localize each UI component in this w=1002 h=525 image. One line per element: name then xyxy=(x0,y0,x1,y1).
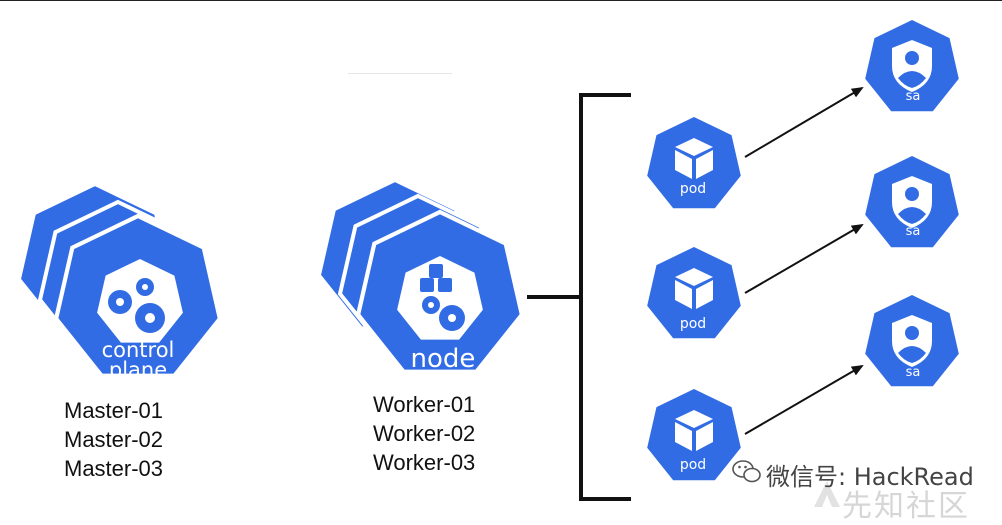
master-host: Master-03 xyxy=(64,456,164,481)
worker-host: Worker-01 xyxy=(373,392,476,417)
wechat-icon xyxy=(732,459,762,491)
watermark-logo-icon xyxy=(814,481,840,507)
user-shield-icon xyxy=(892,40,932,92)
master-host: Master-02 xyxy=(64,427,164,452)
worker-host-list: Worker-01 Worker-02 Worker-03 xyxy=(373,390,475,477)
worker-host: Worker-03 xyxy=(373,450,476,475)
pod-label: pod xyxy=(680,181,706,197)
gears-icon xyxy=(108,278,165,333)
pod-label: pod xyxy=(680,316,706,332)
watermark: 先知社区 微信号: HackRead xyxy=(732,455,998,524)
node-label: node xyxy=(411,344,476,374)
node-main: node xyxy=(358,212,522,374)
pod-label: pod xyxy=(680,457,706,473)
pod-3: pod xyxy=(647,389,741,481)
cube-icon xyxy=(675,268,713,309)
master-host: Master-01 xyxy=(64,398,164,423)
control-plane-icon: control plane xyxy=(19,184,220,382)
sa-label: sa xyxy=(906,89,921,104)
user-shield-icon xyxy=(892,315,932,367)
worker-host: Worker-02 xyxy=(373,421,476,446)
service-account-1: sa xyxy=(865,20,959,112)
cube-icon xyxy=(675,138,713,179)
service-account-2: sa xyxy=(865,156,959,248)
watermark-label: 微信号: HackRead xyxy=(766,463,974,491)
service-account-3: sa xyxy=(865,295,959,387)
node-icon: node xyxy=(319,180,522,374)
control-plane-label-line2: plane xyxy=(109,358,167,382)
arrow-pod1-sa xyxy=(744,86,864,158)
arrow-pod2-sa xyxy=(744,223,864,294)
control-plane-main: control plane xyxy=(56,216,220,382)
arrows xyxy=(744,86,864,435)
divider xyxy=(348,73,452,74)
pod-2: pod xyxy=(647,247,741,339)
sa-label: sa xyxy=(906,365,921,380)
cube-icon xyxy=(675,410,713,451)
sa-label: sa xyxy=(906,224,921,239)
arrow-pod3-sa xyxy=(744,364,864,435)
user-shield-icon xyxy=(892,176,932,228)
master-host-list: Master-01 Master-02 Master-03 xyxy=(64,396,163,483)
control-plane-label-line1: control xyxy=(102,338,175,362)
pod-1: pod xyxy=(647,117,741,209)
cubes-gears-icon xyxy=(420,264,465,331)
top-border xyxy=(0,0,1002,1)
connector xyxy=(527,93,631,501)
